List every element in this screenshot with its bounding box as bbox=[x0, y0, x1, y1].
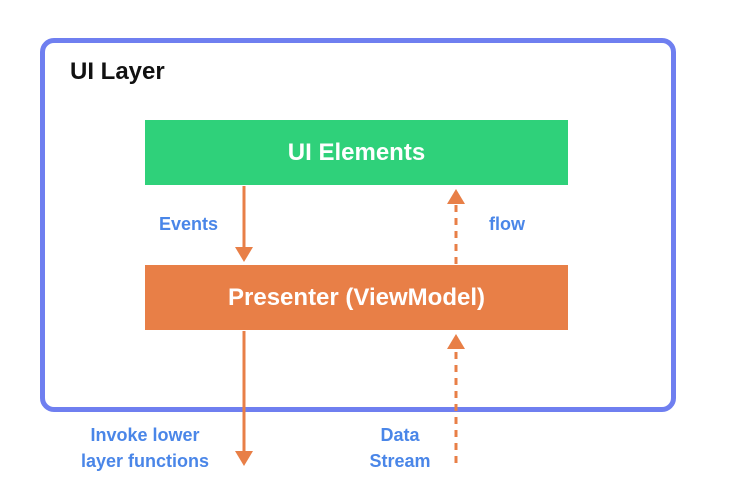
data-stream-line1: Data bbox=[380, 425, 420, 445]
flow-arrow bbox=[447, 189, 465, 264]
data-stream-arrow bbox=[447, 334, 465, 463]
ui-elements-box: UI Elements bbox=[145, 120, 568, 185]
invoke-lower-label: Invoke lower layer functions bbox=[60, 422, 230, 474]
events-label: Events bbox=[159, 214, 219, 234]
presenter-box: Presenter (ViewModel) bbox=[145, 265, 568, 330]
invoke-arrow bbox=[235, 331, 253, 466]
ui-layer-frame bbox=[40, 38, 676, 412]
data-stream-line2: Stream bbox=[369, 451, 431, 471]
data-stream-label: Data Stream bbox=[360, 422, 440, 474]
ui-elements-label: UI Elements bbox=[287, 138, 426, 166]
flow-label: flow bbox=[489, 214, 525, 234]
invoke-lower-line2: layer functions bbox=[80, 451, 210, 471]
presenter-label: Presenter (ViewModel) bbox=[228, 283, 485, 311]
ui-layer-title: UI Layer bbox=[70, 58, 165, 85]
events-arrow bbox=[235, 186, 253, 262]
invoke-lower-line1: Invoke lower bbox=[90, 425, 200, 445]
